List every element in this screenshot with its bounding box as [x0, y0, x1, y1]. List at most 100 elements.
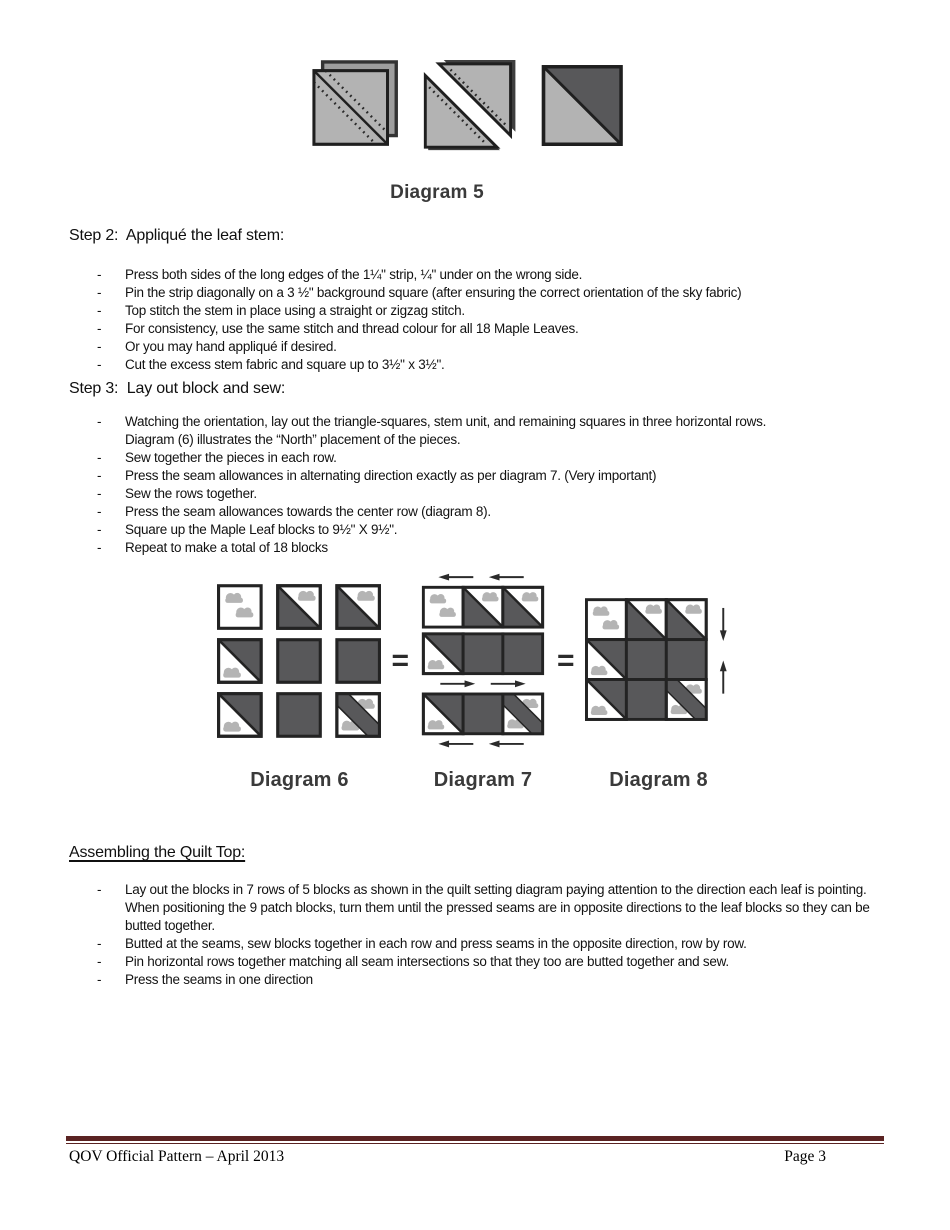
bullet-dash-marker: - — [97, 882, 102, 897]
triangle-square-marked — [312, 60, 398, 146]
bullet-dash-marker: - — [97, 285, 102, 300]
diagram-5-figure: Diagram 5 — [0, 60, 950, 204]
footer-document-title: QOV Official Pattern – April 2013 — [69, 1148, 285, 1165]
quilt-cell-sky — [219, 586, 262, 629]
quilt-cell-sky — [423, 587, 463, 627]
bullet-item: -Cut the excess stem fabric and square u… — [69, 356, 876, 374]
press-direction-arrow-right — [489, 678, 527, 688]
bullet-dash-marker: - — [97, 954, 102, 969]
bullet-text: For consistency, use the same stitch and… — [125, 321, 579, 336]
quilt-cell-stem — [503, 693, 543, 733]
diagram-5-caption: Diagram 5 — [390, 182, 484, 203]
press-direction-arrow-left — [487, 572, 525, 581]
bullet-text: Pin horizontal rows together matching al… — [125, 954, 729, 969]
bullet-dash-marker: - — [97, 522, 102, 537]
bullet-item: -Sew together the pieces in each row. — [69, 449, 876, 467]
quilt-cell-dark — [335, 638, 382, 684]
press-direction-arrow-left — [437, 739, 475, 748]
bullet-text: Press the seam allowances in alternating… — [125, 468, 657, 483]
quilt-cell-hst — [219, 694, 262, 737]
footer-rule-thin — [66, 1142, 884, 1144]
diagram-5-art — [312, 60, 623, 151]
bullet-text: Top stitch the stem in place using a str… — [125, 303, 465, 318]
quilt-cell-sky — [586, 599, 626, 639]
quilt-cell-hst — [337, 586, 380, 629]
bullet-text: Lay out the blocks in 7 rows of 5 blocks… — [125, 882, 870, 933]
bullet-item: - Press both sides of the long edges of t… — [69, 266, 876, 284]
bullet-item: -Or you may hand appliqué if desired. — [69, 338, 876, 356]
bullet-dash-marker: - — [97, 540, 102, 555]
bullet-text: Square up the Maple Leaf blocks to 9½" X… — [125, 522, 398, 537]
quilt-cell-stem — [666, 679, 706, 719]
footer-page-number: Page 3 — [784, 1148, 826, 1165]
quilt-cell-hst — [586, 679, 626, 719]
bullet-item: - Press the seam allowances towards the c… — [69, 503, 876, 521]
bullet-item: - Lay out the blocks in 7 rows of 5 block… — [69, 881, 876, 935]
quilt-cell-hst — [666, 599, 706, 639]
quilt-cell-hst — [463, 587, 503, 627]
page-footer: QOV Official Pattern – April 2013 Page 3 — [66, 1136, 884, 1166]
bullet-item: - Sew the rows together. — [69, 485, 876, 503]
footer-text-row: QOV Official Pattern – April 2013 Page 3 — [66, 1148, 884, 1166]
step2-heading: Step 2: Appliqué the leaf stem: — [69, 227, 285, 244]
step3-bullet-list: - Watching the orientation, lay out the t… — [69, 413, 876, 557]
quilt-cell-dark — [664, 637, 708, 681]
bullet-item: - Repeat to make a total of 18 blocks — [69, 539, 876, 557]
assembling-heading: Assembling the Quilt Top: — [69, 844, 246, 861]
triangle-square-finished — [541, 65, 623, 146]
bullet-text: Sew the rows together. — [125, 486, 257, 501]
press-direction-arrow-down — [718, 606, 728, 642]
bullet-text: Repeat to make a total of 18 blocks — [125, 540, 328, 555]
diagram-7-art — [419, 563, 547, 759]
bullet-text: Press both sides of the long edges of th… — [125, 267, 583, 282]
diagram-6-art — [217, 563, 382, 759]
bullet-item: - Pin horizontal rows together matching a… — [69, 953, 876, 971]
press-direction-arrow-left — [487, 739, 525, 748]
bullet-item: - Watching the orientation, lay out the t… — [69, 413, 876, 449]
press-direction-arrow-up — [718, 659, 728, 695]
quilt-cell-hst — [586, 639, 626, 679]
quilt-cell-hst — [278, 586, 321, 629]
diagram-8-column: Diagram 8 — [585, 563, 733, 792]
bullet-line: Diagram (6) illustrates the “North” plac… — [125, 432, 461, 447]
row-strip-3 — [423, 692, 543, 735]
quilt-cell-hst — [423, 693, 463, 733]
diagram-7-svg — [419, 572, 545, 748]
bullet-dash-marker: - — [97, 321, 102, 336]
bullet-text: Press the seam allowances towards the ce… — [125, 504, 491, 519]
bullet-item: - Top stitch the stem in place using a st… — [69, 302, 876, 320]
diagram-7-caption: Diagram 7 — [433, 769, 533, 791]
press-direction-arrow-left — [437, 572, 475, 581]
bullet-dash-marker: - — [97, 414, 102, 429]
assembled-block — [586, 599, 708, 721]
bullet-dash-marker: - — [97, 303, 102, 318]
bullet-dash-marker: - — [97, 504, 102, 519]
diagram-8-caption: Diagram 8 — [609, 769, 708, 791]
quilt-cell-hst — [626, 599, 666, 639]
step2-bullet-list: - Press both sides of the long edges of t… — [69, 266, 876, 374]
bullet-item: - Press the seam allowances in alternatin… — [69, 467, 876, 485]
bullet-dash-marker: - — [97, 339, 102, 354]
quilt-cell-dark — [276, 692, 323, 738]
assembling-bullet-list: - Lay out the blocks in 7 rows of 5 block… — [69, 881, 876, 989]
bullet-dash-marker: - — [97, 486, 102, 501]
bullet-line: Watching the orientation, lay out the tr… — [125, 414, 767, 429]
diagram-8-art — [585, 563, 733, 759]
bullet-text: Cut the excess stem fabric and square up… — [125, 357, 445, 372]
quilt-cell-stem — [337, 694, 380, 737]
quilt-cell-hst — [219, 640, 262, 683]
equals-sign: = — [391, 644, 409, 677]
row-strip-2 — [423, 631, 545, 675]
diagram-7-column: Diagram 7 — [419, 563, 547, 792]
bullet-item: -Pin the strip diagonally on a 3 ½" back… — [69, 284, 876, 302]
diagram-8-svg — [585, 598, 728, 721]
bullet-dash-marker: - — [97, 468, 102, 483]
quilt-cell-dark — [461, 692, 505, 735]
bullet-item: - Square up the Maple Leaf blocks to 9½" … — [69, 521, 876, 539]
diagram-6-svg — [217, 584, 382, 738]
diagrams-6-7-8-figure: Diagram 6 = — [0, 563, 950, 792]
bullet-dash-marker: - — [97, 267, 102, 282]
quilt-cell-dark — [276, 638, 323, 684]
row-strip-1 — [423, 587, 542, 627]
